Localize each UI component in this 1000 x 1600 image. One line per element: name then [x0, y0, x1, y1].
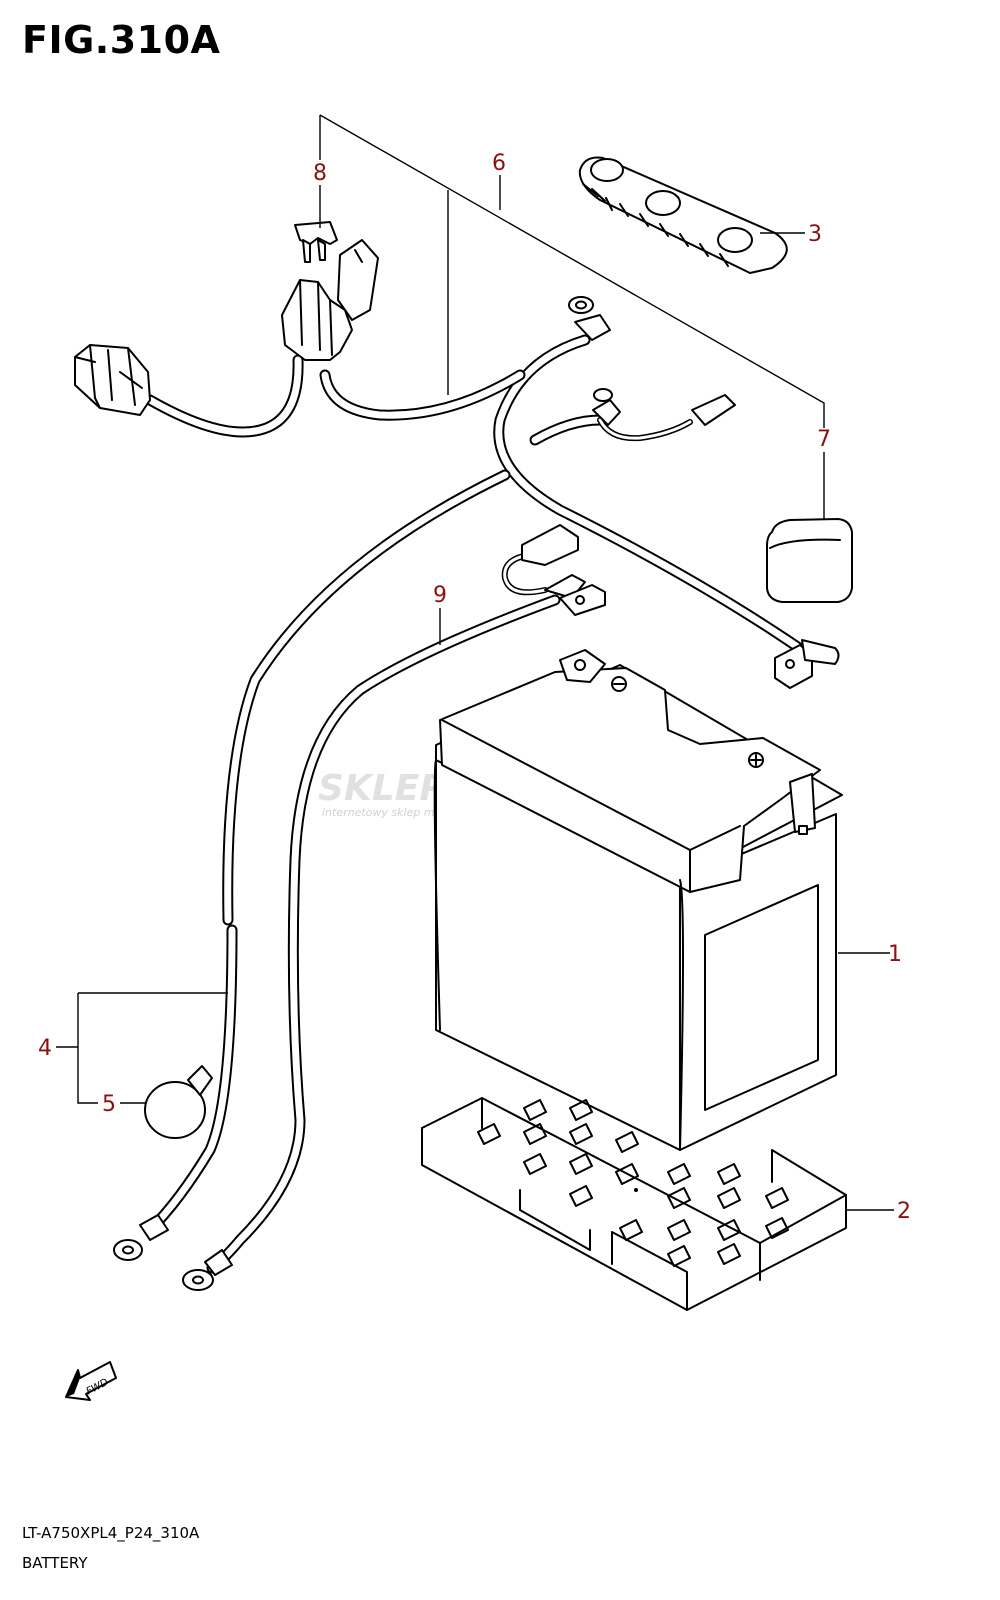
leader-lines [56, 114, 894, 1211]
tray-center-dot [634, 1188, 638, 1192]
battery-lead-cable [113, 469, 511, 1261]
tray-slots [477, 1099, 789, 1267]
figure-caption: BATTERY [22, 1554, 88, 1572]
figure-title: FIG.310A [22, 18, 221, 62]
sensor-wire [529, 388, 736, 446]
terminal-cap [766, 518, 853, 603]
callout-6: 6 [492, 151, 506, 176]
callout-2: 2 [897, 1199, 911, 1224]
blade-fuse [294, 221, 338, 263]
main-wire-harness [74, 344, 526, 438]
callout-1: 1 [888, 942, 902, 967]
battery [433, 649, 843, 1151]
battery-tray [421, 1097, 847, 1311]
terminal-boot [144, 1065, 213, 1139]
callout-3: 3 [808, 222, 822, 247]
positive-lead-cable [493, 296, 840, 689]
callout-5: 5 [102, 1092, 116, 1117]
callout-4: 4 [38, 1036, 52, 1061]
main-fuse-holder [281, 239, 379, 361]
callout-9: 9 [433, 583, 447, 608]
battery-cable-9 [182, 524, 606, 1291]
callout-8: 8 [313, 161, 327, 186]
model-code: LT-A750XPL4_P24_310A [22, 1524, 200, 1542]
fwd-arrow-icon: FWD [65, 1361, 117, 1401]
battery-cover-strip [578, 156, 788, 274]
callout-7: 7 [817, 427, 831, 452]
callouts: 1 2 3 4 5 6 7 8 9 [38, 151, 911, 1224]
